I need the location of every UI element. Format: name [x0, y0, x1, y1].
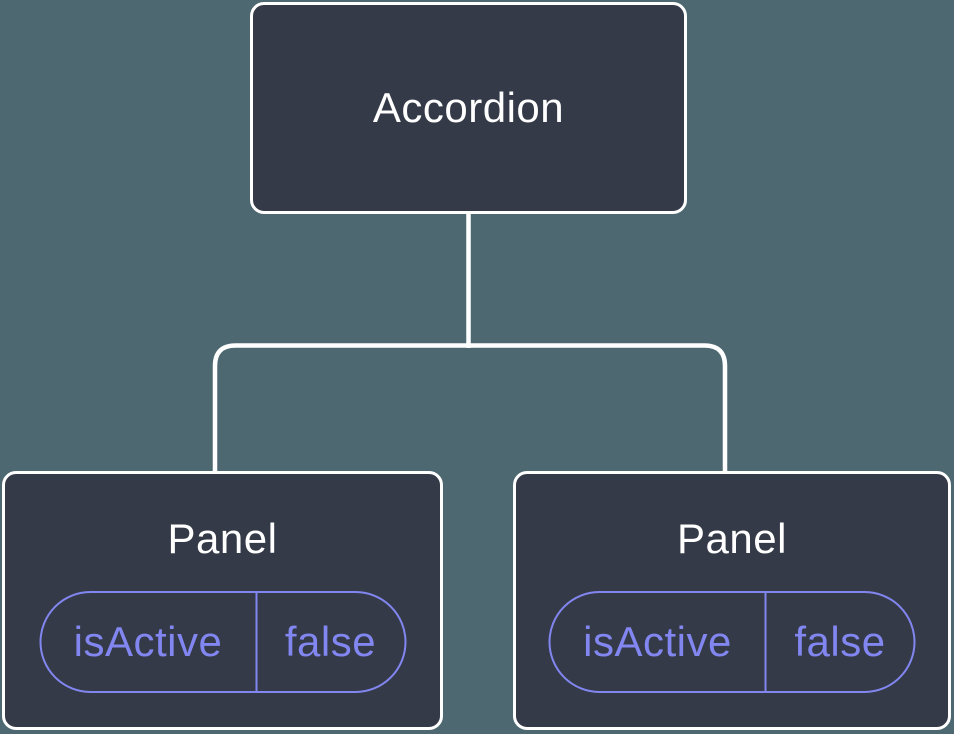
- tree-node-panel-2: Panel isActive false: [513, 471, 951, 730]
- state-pill: isActive false: [39, 591, 406, 693]
- state-key-cell: isActive: [583, 618, 732, 665]
- panel-node-label: Panel: [677, 515, 787, 562]
- state-value-cell: false: [255, 593, 404, 691]
- state-pill: isActive false: [548, 591, 916, 693]
- state-key-cell: isActive: [73, 618, 223, 665]
- panel-node-label: Panel: [167, 515, 278, 562]
- tree-node-accordion: Accordion: [250, 2, 687, 214]
- state-value-cell: false: [764, 593, 914, 691]
- accordion-node-label: Accordion: [372, 84, 565, 131]
- tree-node-panel-1: Panel isActive false: [2, 471, 443, 730]
- branch-connector-line: [212, 343, 728, 474]
